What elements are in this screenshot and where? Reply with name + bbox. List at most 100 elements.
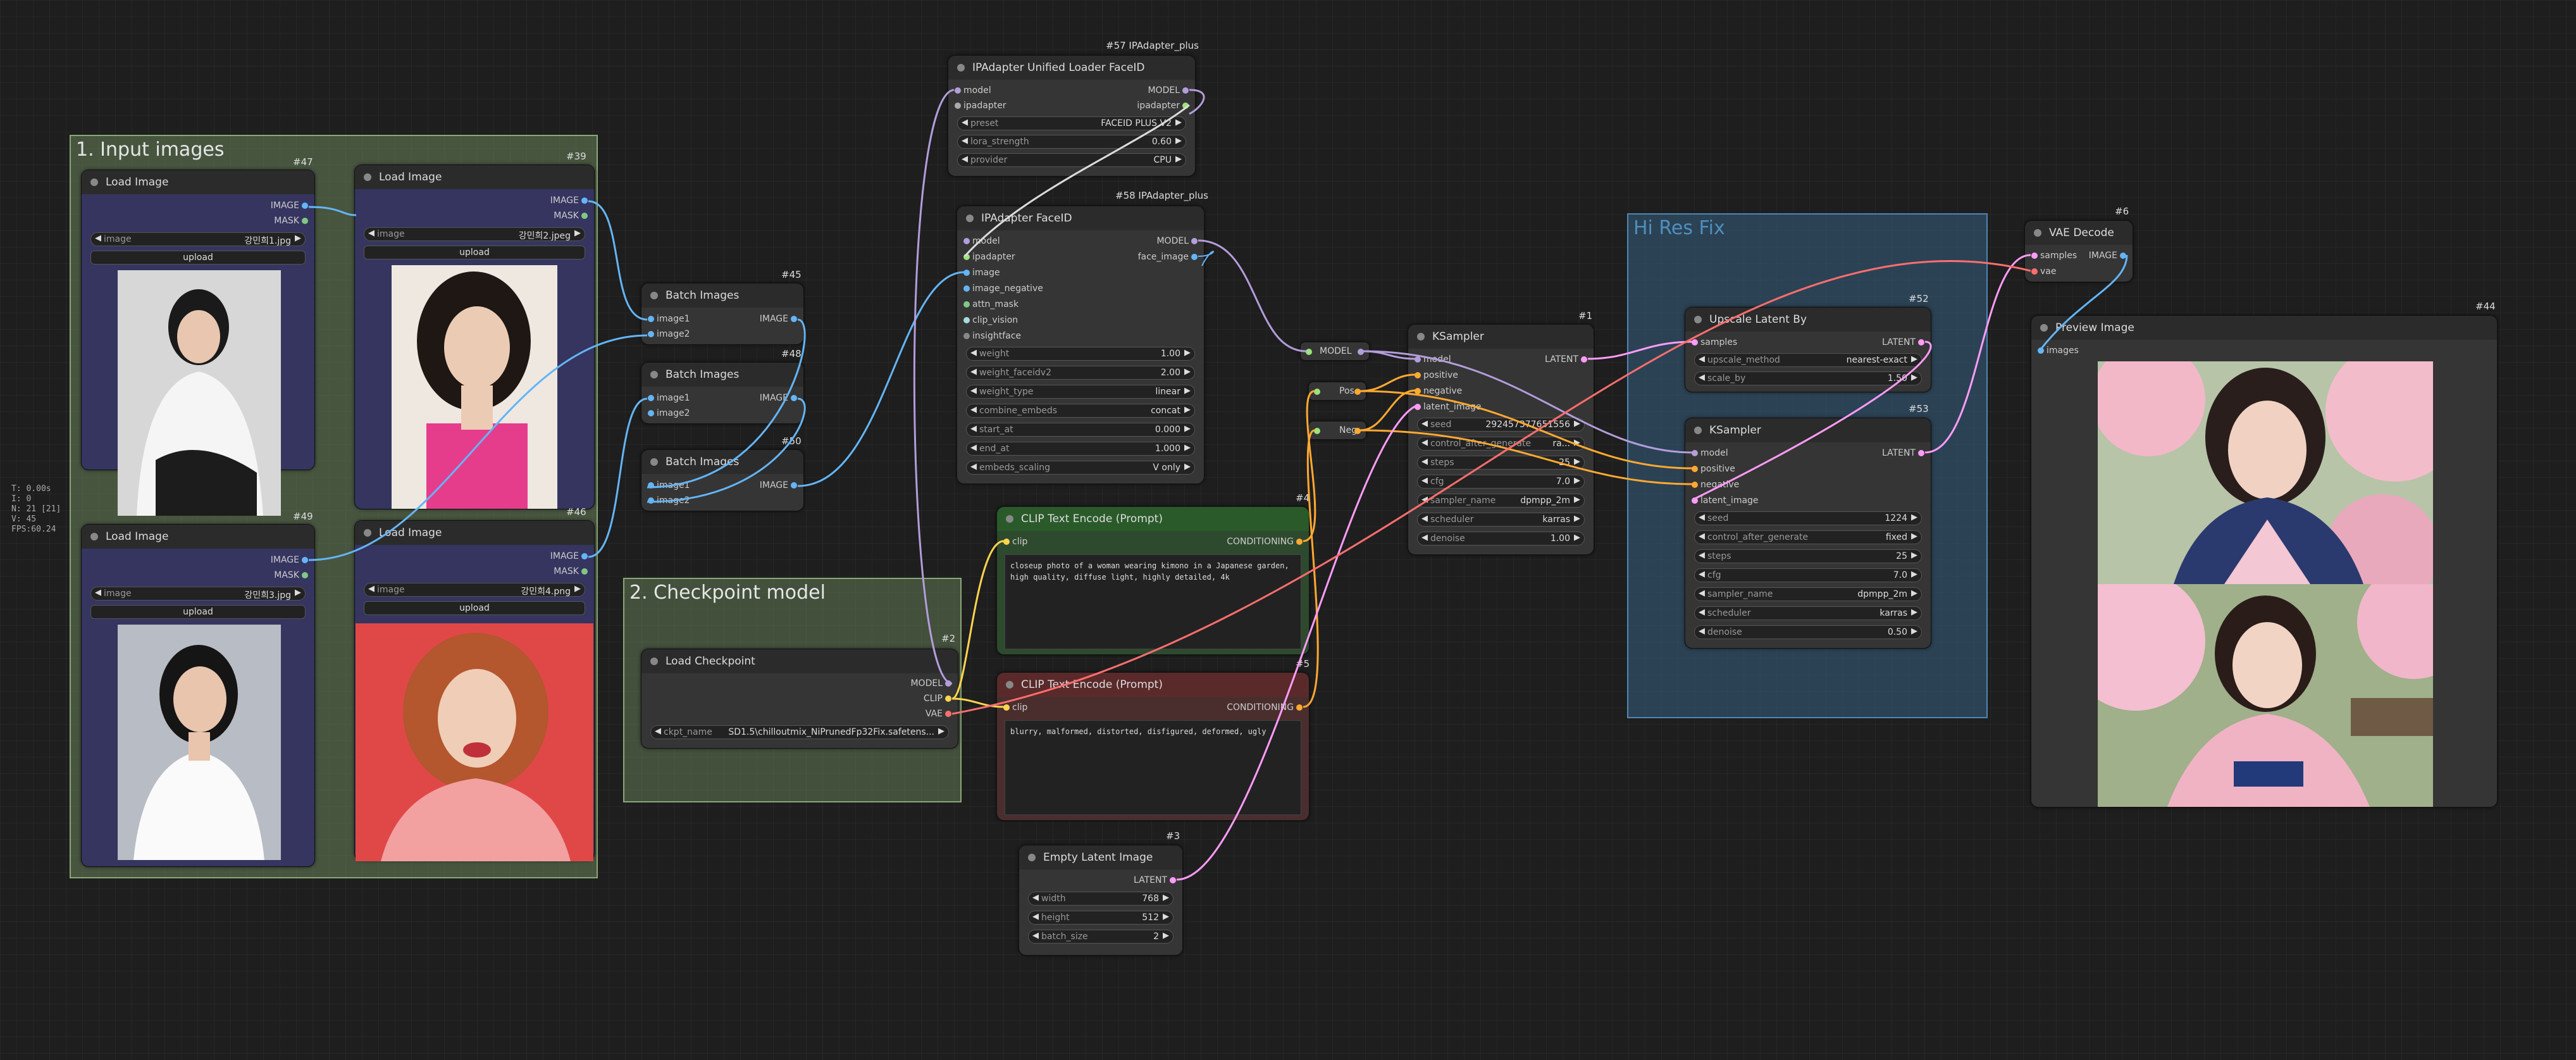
arrow-left-icon[interactable]: ◀	[970, 405, 977, 415]
input-image2[interactable]: image2	[648, 328, 690, 340]
arrow-right-icon[interactable]: ▶	[1184, 443, 1191, 452]
output-image[interactable]: IMAGE	[550, 551, 588, 562]
arrow-left-icon[interactable]: ◀	[1421, 495, 1428, 504]
input-port-icon[interactable]	[1306, 349, 1312, 355]
prompt-textarea[interactable]: blurry, malformed, distorted, disfigured…	[1005, 720, 1301, 815]
arrow-right-icon[interactable]: ▶	[1574, 476, 1580, 485]
arrow-left-icon[interactable]: ◀	[970, 462, 977, 471]
output-image[interactable]: IMAGE	[760, 480, 797, 491]
mask-port-icon[interactable]	[581, 568, 588, 575]
load-checkpoint-node[interactable]: Load Checkpoint MODEL CLIP VAE ◀ckpt_nam…	[641, 649, 958, 749]
arrow-left-icon[interactable]: ◀	[1699, 589, 1705, 598]
arrow-left-icon[interactable]: ◀	[1699, 551, 1705, 560]
mask-port-icon[interactable]	[963, 301, 970, 308]
reroute-positive[interactable]: Pos	[1308, 382, 1366, 401]
ipadapter-faceid-node[interactable]: IPAdapter FaceID model ipadapter image i…	[957, 206, 1204, 484]
arrow-right-icon[interactable]: ▶	[1911, 373, 1917, 382]
arrow-left-icon[interactable]: ◀	[1699, 627, 1705, 636]
model-port-icon[interactable]	[1191, 238, 1198, 244]
arrow-left-icon[interactable]: ◀	[1032, 893, 1039, 902]
clip-port-icon[interactable]	[1003, 704, 1010, 711]
node-title[interactable]: Load Image	[82, 170, 314, 194]
collapse-dot-icon[interactable]	[1006, 515, 1013, 523]
arrow-right-icon[interactable]: ▶	[574, 228, 581, 238]
image-port-icon[interactable]	[648, 482, 654, 489]
arrow-right-icon[interactable]: ▶	[1184, 386, 1191, 396]
input-model[interactable]: model	[963, 235, 1000, 247]
batch-images-node-48[interactable]: Batch Images image1 image2 IMAGE	[641, 362, 804, 424]
model-port-icon[interactable]	[1692, 450, 1698, 456]
conditioning-port-icon[interactable]	[1354, 428, 1361, 434]
clip-text-encode-positive-node[interactable]: CLIP Text Encode (Prompt) clip CONDITION…	[996, 506, 1310, 655]
output-vae[interactable]: VAE	[926, 708, 951, 720]
input-clip[interactable]: clip	[1003, 702, 1027, 713]
reroute-negative[interactable]: Neg	[1308, 421, 1366, 440]
input-ipadapter[interactable]: ipadapter	[963, 251, 1015, 263]
latent-port-icon[interactable]	[1918, 450, 1924, 456]
arrow-right-icon[interactable]: ▶	[295, 588, 301, 597]
output-conditioning[interactable]: CONDITIONING	[1227, 702, 1303, 713]
arrow-right-icon[interactable]: ▶	[574, 584, 581, 594]
collapse-dot-icon[interactable]	[1417, 333, 1425, 340]
collapse-dot-icon[interactable]	[650, 292, 658, 299]
preview-image-node[interactable]: Preview Image images	[2031, 315, 2498, 807]
latent-port-icon[interactable]	[1692, 497, 1698, 504]
conditioning-port-icon[interactable]	[1415, 388, 1421, 394]
node-title[interactable]: Load Image	[355, 165, 594, 189]
collapse-dot-icon[interactable]	[650, 458, 658, 466]
input-clip[interactable]: clip	[1003, 536, 1027, 547]
collapse-dot-icon[interactable]	[364, 173, 371, 181]
ipadapter-port-icon[interactable]	[963, 254, 970, 260]
arrow-right-icon[interactable]: ▶	[295, 234, 301, 243]
image-port-icon[interactable]	[791, 482, 797, 489]
arrow-left-icon[interactable]: ◀	[1699, 513, 1705, 522]
ipadapter-port-icon[interactable]	[955, 103, 961, 109]
input-image2[interactable]: image2	[648, 495, 690, 506]
input-negative[interactable]: negative	[1692, 479, 1739, 490]
conditioning-port-icon[interactable]	[1296, 539, 1303, 545]
collapse-dot-icon[interactable]	[966, 215, 974, 222]
arrow-right-icon[interactable]: ▶	[1574, 514, 1580, 523]
arrow-right-icon[interactable]: ▶	[1184, 424, 1191, 433]
image-port-icon[interactable]	[648, 331, 654, 337]
ipadapter-unified-loader-node[interactable]: IPAdapter Unified Loader FaceID model ip…	[948, 55, 1196, 177]
mask-port-icon[interactable]	[302, 218, 308, 224]
arrow-left-icon[interactable]: ◀	[962, 136, 968, 146]
collapse-dot-icon[interactable]	[1694, 316, 1702, 323]
arrow-right-icon[interactable]: ▶	[1175, 136, 1182, 146]
input-clip-vision[interactable]: clip_vision	[963, 315, 1018, 326]
arrow-left-icon[interactable]: ◀	[368, 228, 375, 238]
arrow-left-icon[interactable]: ◀	[1699, 373, 1705, 382]
arrow-left-icon[interactable]: ◀	[368, 584, 375, 594]
output-image[interactable]: IMAGE	[271, 200, 308, 211]
input-image-negative[interactable]: image_negative	[963, 283, 1043, 294]
node-title[interactable]: KSampler	[1408, 325, 1594, 349]
output-image[interactable]: IMAGE	[2089, 250, 2126, 261]
node-title[interactable]: Empty Latent Image	[1019, 845, 1182, 870]
conditioning-port-icon[interactable]	[1692, 466, 1698, 472]
image-port-icon[interactable]	[2120, 253, 2126, 259]
image-port-icon[interactable]	[302, 203, 308, 209]
arrow-left-icon[interactable]: ◀	[970, 443, 977, 452]
reroute-model[interactable]: MODEL	[1300, 342, 1370, 361]
arrow-right-icon[interactable]: ▶	[938, 726, 944, 736]
arrow-right-icon[interactable]: ▶	[1911, 570, 1917, 579]
output-ipadapter[interactable]: ipadapter	[1137, 100, 1189, 111]
output-model[interactable]: MODEL	[1156, 235, 1198, 247]
conditioning-port-icon[interactable]	[1354, 389, 1361, 395]
latent-port-icon[interactable]	[2031, 253, 2038, 259]
arrow-left-icon[interactable]: ◀	[1699, 608, 1705, 617]
